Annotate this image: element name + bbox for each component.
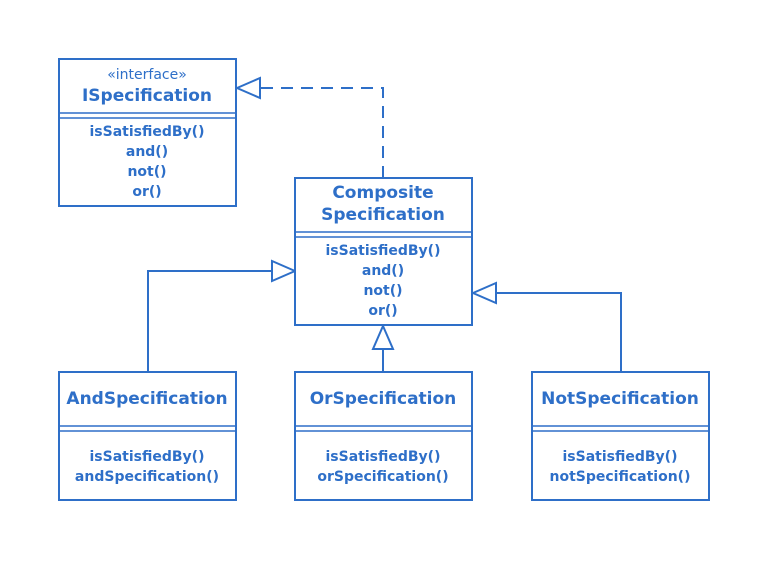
method: and() xyxy=(126,144,168,160)
realization-arrowhead-icon xyxy=(234,76,261,100)
generalization-line-and xyxy=(147,270,272,372)
generalization-arrowhead-icon xyxy=(271,259,298,283)
class-stereotype: «interface» xyxy=(107,67,187,83)
method: orSpecification() xyxy=(317,469,448,485)
class-or-specification[interactable]: OrSpecification isSatisfiedBy() orSpecif… xyxy=(294,371,473,501)
class-name: OrSpecification xyxy=(310,389,457,409)
class-box xyxy=(294,177,473,326)
method: not() xyxy=(363,283,402,299)
method: notSpecification() xyxy=(550,469,691,485)
generalization-arrowhead-icon xyxy=(470,281,497,305)
method: andSpecification() xyxy=(75,469,219,485)
class-box xyxy=(58,371,237,501)
relation-composite-realizes-ispecification xyxy=(234,76,384,178)
class-box xyxy=(294,371,473,501)
generalization-arrowhead-icon xyxy=(371,323,395,350)
relation-or-extends-composite xyxy=(371,323,395,372)
method: not() xyxy=(127,164,166,180)
method: isSatisfiedBy() xyxy=(563,449,678,465)
realization-dashed-line xyxy=(260,87,384,178)
class-not-specification[interactable]: NotSpecification isSatisfiedBy() notSpec… xyxy=(531,371,710,501)
method: or() xyxy=(132,184,161,200)
class-ispecification[interactable]: «interface» ISpecification isSatisfiedBy… xyxy=(58,58,237,207)
class-box xyxy=(531,371,710,501)
class-box xyxy=(58,58,237,207)
method: or() xyxy=(368,303,397,319)
method: and() xyxy=(362,263,404,279)
method: isSatisfiedBy() xyxy=(326,449,441,465)
class-composite-specification[interactable]: Composite Specification isSatisfiedBy() … xyxy=(294,177,473,326)
method: isSatisfiedBy() xyxy=(90,124,205,140)
class-name-line-1: Composite xyxy=(332,183,433,203)
class-name: ISpecification xyxy=(82,86,212,106)
relation-and-extends-composite xyxy=(147,259,298,372)
relation-not-extends-composite xyxy=(470,281,622,372)
class-name-line-2: Specification xyxy=(321,205,445,225)
generalization-line-not xyxy=(496,292,622,372)
class-name: NotSpecification xyxy=(541,389,699,409)
class-and-specification[interactable]: AndSpecification isSatisfiedBy() andSpec… xyxy=(58,371,237,501)
method: isSatisfiedBy() xyxy=(326,243,441,259)
class-name: AndSpecification xyxy=(66,389,227,409)
method: isSatisfiedBy() xyxy=(90,449,205,465)
